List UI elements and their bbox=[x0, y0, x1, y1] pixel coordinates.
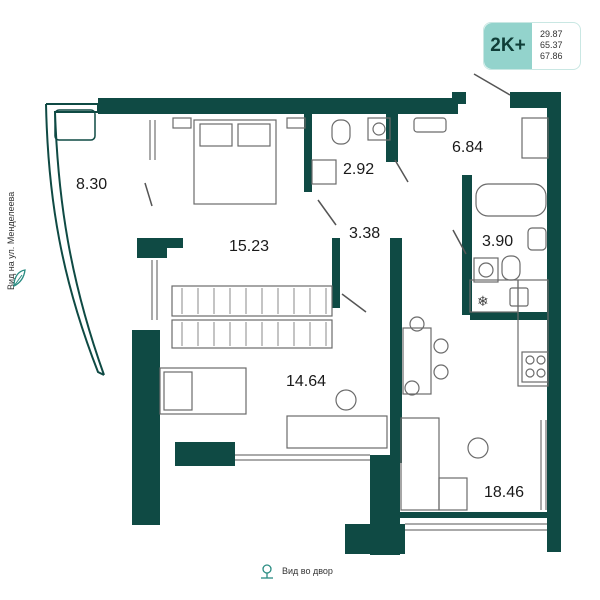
dining-table bbox=[402, 327, 432, 395]
area-value: 65.37 bbox=[540, 40, 563, 50]
plant bbox=[467, 437, 489, 459]
toilet bbox=[331, 119, 351, 145]
tree-icon bbox=[261, 564, 273, 579]
apartment-areas: 29.87 65.37 67.86 bbox=[540, 29, 563, 62]
room-area-bathroom-small: 2.92 bbox=[343, 161, 374, 178]
toilet bbox=[501, 255, 521, 281]
room-area-corridor: 3.38 bbox=[349, 225, 380, 242]
room-area-loggia: 8.30 bbox=[76, 176, 107, 193]
sofa bbox=[400, 417, 440, 511]
loggia bbox=[45, 103, 105, 376]
area-value: 29.87 bbox=[540, 29, 563, 39]
view-yard: Вид во двор bbox=[258, 563, 333, 579]
snowflake-icon: ❄ bbox=[477, 294, 489, 310]
room-area-bathroom: 3.90 bbox=[482, 233, 513, 250]
bed-double bbox=[193, 119, 277, 205]
bathtub bbox=[475, 183, 547, 217]
wardrobe bbox=[171, 319, 333, 349]
room-area-room: 14.64 bbox=[286, 373, 326, 390]
apartment-badge: 2K+ 29.87 65.37 67.86 bbox=[483, 22, 581, 70]
kitchen-sink bbox=[509, 287, 529, 307]
view-yard-label: Вид во двор bbox=[282, 566, 333, 576]
desk bbox=[286, 415, 388, 449]
room-area-bedroom: 15.23 bbox=[229, 238, 269, 255]
bathroom-sink bbox=[527, 227, 547, 251]
chair bbox=[335, 389, 357, 411]
apartment-type: 2K+ bbox=[484, 23, 532, 69]
walls bbox=[98, 92, 561, 555]
windows bbox=[149, 120, 547, 531]
furniture bbox=[159, 117, 549, 511]
kitchen-counter bbox=[517, 279, 549, 387]
doors bbox=[144, 73, 511, 313]
room-area-hall: 6.84 bbox=[452, 139, 483, 156]
wardrobe bbox=[171, 285, 333, 317]
wardrobe-hatch bbox=[181, 288, 327, 346]
leaf-icon bbox=[13, 269, 26, 288]
room-area-kitchen-living: 18.46 bbox=[484, 484, 524, 501]
washing-machine bbox=[473, 257, 499, 283]
bed-single bbox=[159, 367, 247, 415]
stove bbox=[521, 351, 549, 383]
area-value: 67.86 bbox=[540, 51, 563, 61]
